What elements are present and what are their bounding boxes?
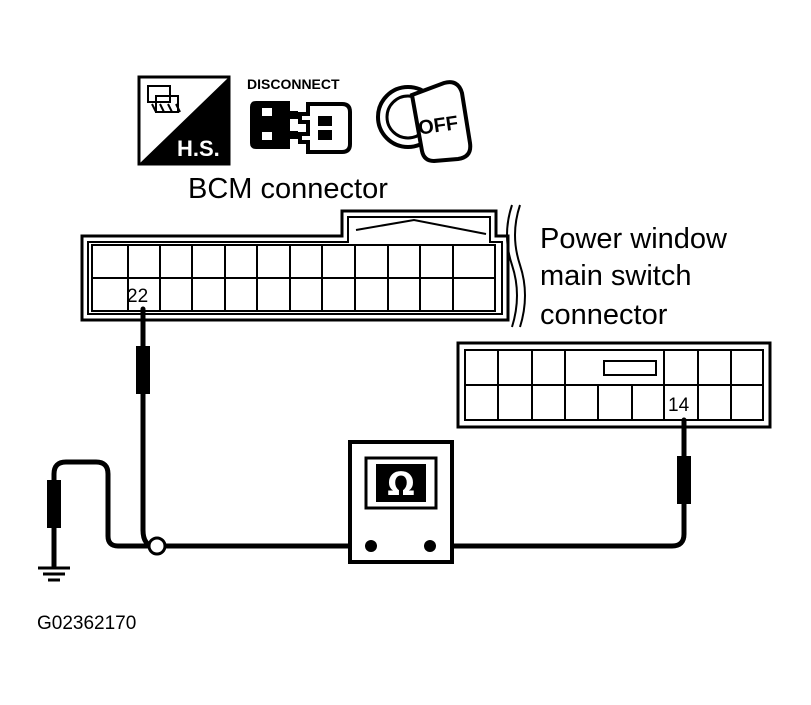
pw-pin-14-label: 14 bbox=[668, 395, 690, 416]
power-window-connector bbox=[456, 341, 772, 429]
ignition-off-key-icon: OFF bbox=[376, 80, 473, 164]
bcm-pin-22-label: 22 bbox=[127, 286, 148, 307]
pw-connector-label-line3: connector bbox=[540, 299, 668, 331]
ground-icon bbox=[38, 566, 70, 582]
disconnect-connector-icon: DISCONNECT bbox=[247, 76, 352, 154]
figure-code: G02362170 bbox=[37, 613, 136, 634]
probe-sleeve bbox=[677, 456, 691, 504]
hs-label: H.S. bbox=[177, 136, 220, 161]
wire-junction bbox=[147, 536, 167, 556]
disconnect-label: DISCONNECT bbox=[247, 76, 340, 92]
ohm-symbol: Ω bbox=[387, 465, 414, 503]
pw-connector-label-line2: main switch bbox=[540, 260, 692, 292]
break-mark bbox=[514, 204, 526, 328]
pw-connector-label-line1: Power window bbox=[540, 223, 728, 255]
probe-sleeve bbox=[47, 480, 61, 528]
probe-sleeve bbox=[136, 346, 150, 394]
wiring bbox=[51, 306, 687, 569]
bcm-connector bbox=[80, 209, 510, 322]
bcm-connector-label: BCM connector bbox=[188, 173, 388, 205]
ohmmeter-icon: Ω bbox=[348, 440, 454, 564]
hs-harness-icon: H.S. bbox=[137, 75, 231, 166]
break-mark bbox=[506, 204, 518, 328]
